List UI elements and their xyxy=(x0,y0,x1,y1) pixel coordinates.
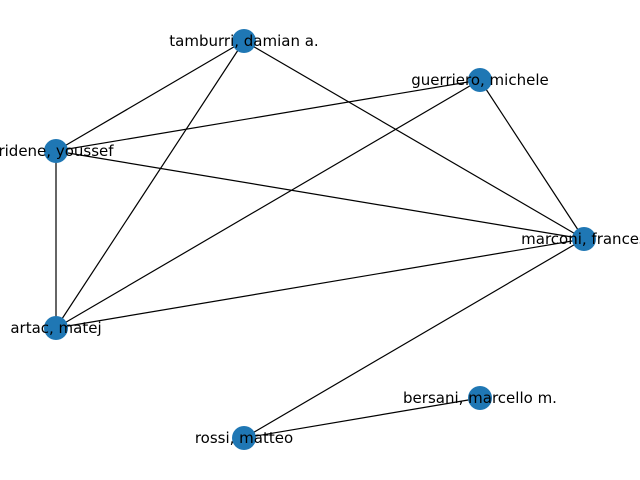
node-bersani xyxy=(468,386,492,410)
edge-guerriero-marconi xyxy=(479,79,585,240)
edge-tamburri-ridene xyxy=(55,40,245,152)
edge-marconi-artac xyxy=(55,238,585,329)
node-label-artac: artac, matej xyxy=(10,319,101,337)
edge-rossi-bersani xyxy=(243,397,481,439)
node-label-tamburri: tamburri, damian a. xyxy=(169,32,318,50)
edge-tamburri-artac xyxy=(55,40,245,329)
edges-layer xyxy=(55,40,585,439)
labels-layer: tamburri, damian a. guerriero, michele rid… xyxy=(0,32,640,447)
node-marconi xyxy=(572,227,596,251)
node-label-ridene: ridene, youssef xyxy=(0,142,114,160)
nodes-layer xyxy=(44,29,596,450)
edge-ridene-marconi xyxy=(55,150,585,240)
node-label-marconi: marconi, frances xyxy=(521,230,640,248)
edge-marconi-rossi xyxy=(243,238,585,439)
edge-guerriero-ridene xyxy=(55,79,481,152)
node-ridene xyxy=(44,139,68,163)
edge-tamburri-marconi xyxy=(243,40,585,240)
node-guerriero xyxy=(468,68,492,92)
edge-guerriero-artac xyxy=(55,79,481,329)
node-label-guerriero: guerriero, michele xyxy=(411,71,548,89)
node-rossi xyxy=(232,426,256,450)
node-label-bersani: bersani, marcello m. xyxy=(403,389,557,407)
node-tamburri xyxy=(232,29,256,53)
node-artac xyxy=(44,316,68,340)
node-label-rossi: rossi, matteo xyxy=(195,429,293,447)
